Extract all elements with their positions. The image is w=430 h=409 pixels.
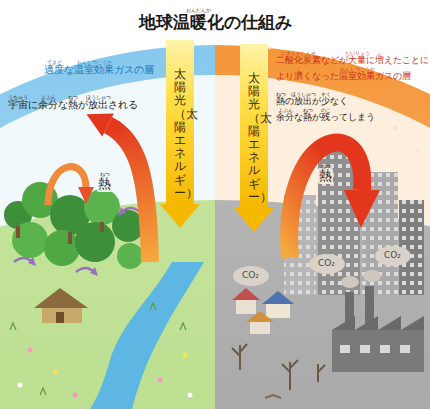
furigana: ねつ [68, 95, 78, 100]
furigana: ねつ [321, 164, 331, 169]
furigana: ふ [377, 51, 382, 56]
note-text: 宇宙に余分な熱が放出される [8, 99, 138, 111]
layer-label: 適度な温室効果ガスの層 [44, 64, 154, 75]
co2-label: CO₂ [242, 270, 259, 281]
co2-label: CO₂ [318, 258, 335, 269]
flowers [10, 303, 193, 398]
furigana: ほうしゅつ [86, 95, 111, 100]
furigana: ねつ [276, 92, 286, 97]
factory [332, 286, 424, 372]
furigana: すく [321, 92, 331, 97]
trees [4, 182, 144, 269]
title: 地球温暖化の仕組み [139, 12, 292, 32]
heat-arrow-right [289, 143, 380, 258]
furigana: うちゅう [8, 95, 28, 100]
furigana: ねつ [303, 108, 313, 113]
heat-label: 熱 [97, 176, 112, 192]
furigana: ほうしゅつ [291, 92, 316, 97]
furigana: たいりょう [345, 51, 370, 56]
furigana: おんだんか [186, 8, 211, 13]
furigana: こ [296, 67, 301, 72]
houses [232, 288, 294, 334]
co2-absorption-arrows [14, 208, 140, 272]
furigana: のこ [321, 108, 331, 113]
hut [34, 288, 88, 323]
heat-label: 熱 [318, 168, 333, 184]
heat-arrow-left [48, 113, 150, 262]
furigana: よぶん [278, 108, 293, 113]
sunlight-arrow: 太陽光（太陽エネルギー） [234, 44, 274, 232]
note-text: 熱の放出が少なく 余分な熱が残ってしまう [276, 93, 416, 125]
nature-ground [0, 182, 215, 409]
furigana: おんしつこうか [340, 67, 375, 72]
furigana: よぶん [41, 95, 56, 100]
dead-trees [232, 344, 325, 398]
sunlight-text: 太陽光（太陽エネルギー） [248, 72, 260, 204]
sunlight-arrow: 太陽光（太陽エネルギー） [160, 40, 200, 228]
furigana: てきど [47, 60, 62, 65]
furigana: おんしつこうか [77, 60, 112, 65]
furigana: にさんかたんそ [281, 51, 316, 56]
smoke-clouds [233, 246, 411, 288]
furigana: ねつ [100, 172, 110, 177]
sunlight-text: 太陽光（太陽エネルギー） [174, 68, 186, 200]
co2-label: CO₂ [384, 250, 401, 261]
